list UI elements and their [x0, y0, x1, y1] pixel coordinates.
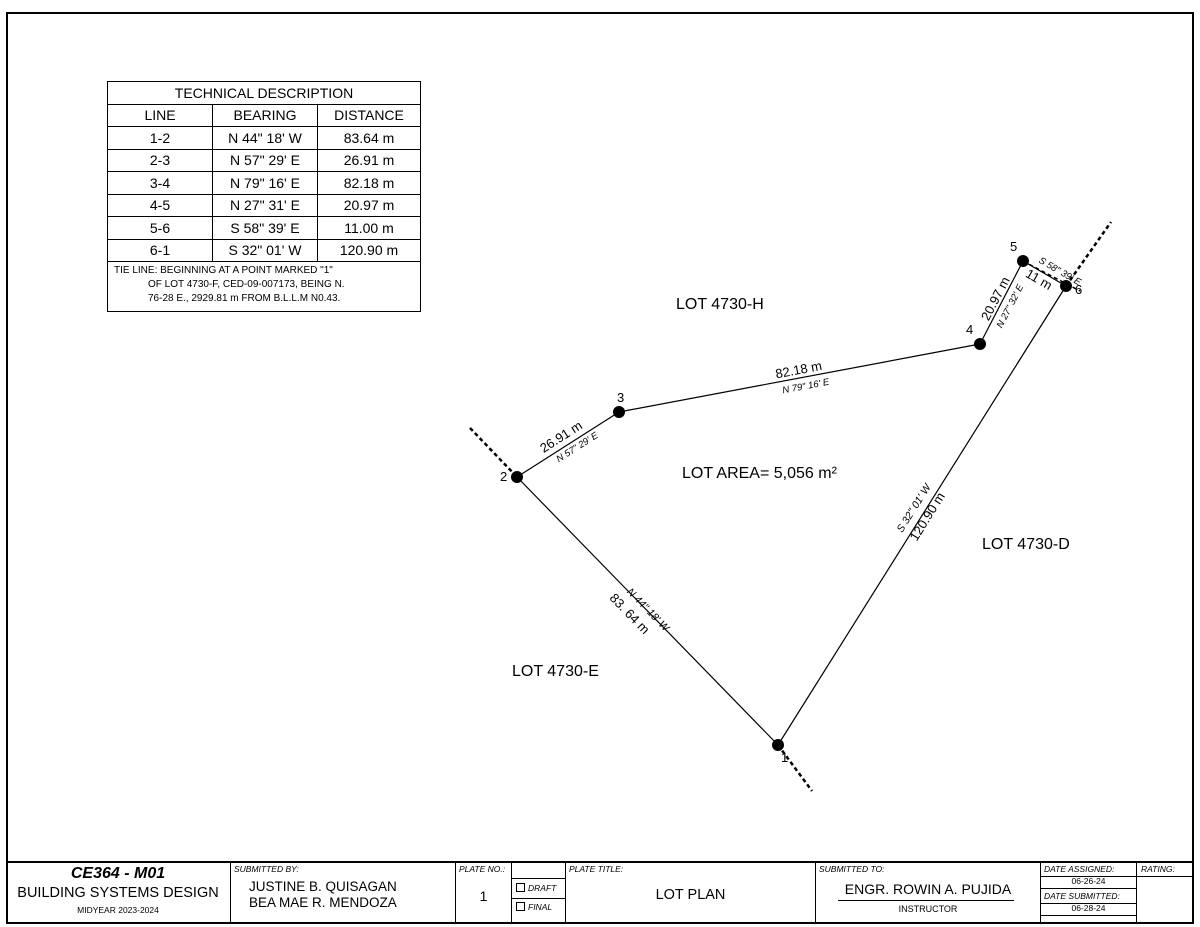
- row-distance: 120.90 m: [317, 238, 421, 262]
- boundary-line-1-2: [516, 476, 779, 746]
- table-row: 3-4 N 79" 16' E 82.18 m: [107, 171, 421, 195]
- header-line: LINE: [107, 103, 213, 127]
- table-row: 5-6 S 58" 39' E 11.00 m: [107, 216, 421, 240]
- instructor-role: INSTRUCTOR: [898, 904, 958, 914]
- student-name-1: JUSTINE B. QUISAGAN: [249, 879, 397, 894]
- row-bearing: N 79" 16' E: [212, 171, 318, 195]
- final-checkbox[interactable]: [516, 902, 525, 911]
- corner-point-1: [772, 739, 784, 751]
- table-row: 4-5 N 27" 31' E 20.97 m: [107, 193, 421, 217]
- point-label-1: 1: [781, 750, 788, 765]
- date-assigned-label: DATE ASSIGNED:: [1044, 864, 1115, 874]
- rating-label: RATING:: [1141, 864, 1175, 874]
- tie-line-text-3: 76-28 E., 2929.81 m FROM B.L.L.M N0.43.: [148, 293, 341, 304]
- corner-point-3: [613, 406, 625, 418]
- rating-divider: [1137, 876, 1192, 877]
- final-option: FINAL: [512, 902, 552, 912]
- date-assigned-box: [1041, 876, 1136, 889]
- boundary-line-2-3: [516, 411, 620, 478]
- extension-line-1: [776, 744, 814, 792]
- row-line: 1-2: [107, 126, 213, 150]
- student-name-2: BEA MAE R. MENDOZA: [249, 895, 397, 910]
- plate-number: 1: [479, 888, 488, 904]
- row-distance: 83.64 m: [317, 126, 421, 150]
- row-bearing: N 27" 31' E: [212, 193, 318, 217]
- row-line: 2-3: [107, 148, 213, 172]
- plate-title: LOT PLAN: [655, 887, 726, 903]
- tie-line-note: TIE LINE: BEGINNING AT A POINT MARKED "1…: [107, 261, 421, 312]
- lot-boundary: [516, 260, 1067, 746]
- draft-label: DRAFT: [528, 883, 557, 893]
- table-row: 6-1 S 32" 01' W 120.90 m: [107, 238, 421, 262]
- course-code: CE364 - M01: [70, 865, 166, 882]
- submitted-to-label: SUBMITTED TO:: [819, 864, 885, 874]
- submitted-to-cell: SUBMITTED TO: ENGR. ROWIN A. PUJIDA INST…: [816, 863, 1041, 924]
- plate-number-cell: PLATE NO.: 1: [456, 863, 512, 924]
- point-label-4: 4: [966, 322, 973, 337]
- lot-area-label: LOT AREA= 5,056 m²: [682, 465, 838, 482]
- plate-number-label: PLATE NO.:: [459, 864, 506, 874]
- table-row: 2-3 N 57" 29' E 26.91 m: [107, 148, 421, 172]
- row-line: 6-1: [107, 238, 213, 262]
- row-line: 5-6: [107, 216, 213, 240]
- final-label: FINAL: [528, 902, 553, 912]
- submitted-by-cell: SUBMITTED BY: JUSTINE B. QUISAGAN BEA MA…: [231, 863, 456, 924]
- row-bearing: N 57" 29' E: [212, 148, 318, 172]
- row-line: 4-5: [107, 193, 213, 217]
- corner-point-4: [974, 338, 986, 350]
- header-distance: DISTANCE: [317, 103, 421, 127]
- date-submitted-box: [1041, 903, 1136, 916]
- boundary-line-5-6: [1022, 260, 1067, 287]
- submitted-by-label: SUBMITTED BY:: [234, 864, 299, 874]
- point-label-6: 6: [1075, 282, 1082, 297]
- instructor-name: ENGR. ROWIN A. PUJIDA: [844, 881, 1012, 897]
- draft-option: DRAFT: [512, 878, 565, 899]
- boundary-line-3-4: [618, 343, 981, 413]
- row-bearing: S 58" 39' E: [212, 216, 318, 240]
- row-bearing: N 44" 18' W: [212, 126, 318, 150]
- point-label-3: 3: [617, 390, 624, 405]
- header-bearing: BEARING: [212, 103, 318, 127]
- row-distance: 20.97 m: [317, 193, 421, 217]
- row-distance: 26.91 m: [317, 148, 421, 172]
- row-distance: 82.18 m: [317, 171, 421, 195]
- boundary-line-6-1: [777, 285, 1067, 746]
- course-cell: CE364 - M01 BUILDING SYSTEMS DESIGN MIDY…: [6, 863, 231, 924]
- corner-point-2: [511, 471, 523, 483]
- date-submitted: 06-28-24: [1071, 903, 1106, 913]
- draft-checkbox[interactable]: [516, 883, 525, 892]
- tie-line-text-2: OF LOT 4730-F, CED-09-007173, BEING N.: [148, 279, 345, 290]
- date-submitted-label: DATE SUBMITTED:: [1044, 891, 1120, 901]
- row-distance: 11.00 m: [317, 216, 421, 240]
- date-assigned: 06-26-24: [1071, 876, 1106, 886]
- plate-title-label: PLATE TITLE:: [569, 864, 624, 874]
- boundary-line-4-5: [979, 260, 1024, 345]
- table-title: TECHNICAL DESCRIPTION: [107, 81, 421, 105]
- lot-label-h: LOT 4730-H: [676, 296, 764, 313]
- course-name: BUILDING SYSTEMS DESIGN: [17, 885, 219, 901]
- row-bearing: S 32" 01' W: [212, 238, 318, 262]
- instructor-underline: [838, 900, 1014, 901]
- drawing-sheet-border: [6, 12, 1194, 924]
- tie-line-text-1: TIE LINE: BEGINNING AT A POINT MARKED "1…: [114, 265, 333, 276]
- point-label-5: 5: [1010, 239, 1017, 254]
- plate-title-cell: PLATE TITLE: LOT PLAN: [566, 863, 816, 924]
- course-term: MIDYEAR 2023-2024: [77, 905, 159, 915]
- technical-description-table: TECHNICAL DESCRIPTION LINE BEARING DISTA…: [107, 81, 421, 312]
- table-row: 1-2 N 44" 18' W 83.64 m: [107, 126, 421, 150]
- table-header-row: LINE BEARING DISTANCE: [107, 103, 421, 127]
- dates-cell: DATE ASSIGNED: 06-26-24 DATE SUBMITTED: …: [1041, 863, 1137, 924]
- title-block: CE364 - M01 BUILDING SYSTEMS DESIGN MIDY…: [6, 861, 1194, 924]
- corner-point-5: [1017, 255, 1029, 267]
- extension-line-2: [469, 427, 518, 478]
- corner-point-6: [1060, 280, 1072, 292]
- lot-label-d: LOT 4730-D: [982, 536, 1070, 553]
- lot-label-e: LOT 4730-E: [512, 663, 599, 680]
- point-label-2: 2: [500, 469, 507, 484]
- extension-line-6: [1064, 221, 1113, 287]
- row-line: 3-4: [107, 171, 213, 195]
- rating-cell: RATING:: [1137, 863, 1192, 924]
- draft-final-cell: DRAFT FINAL: [512, 863, 566, 924]
